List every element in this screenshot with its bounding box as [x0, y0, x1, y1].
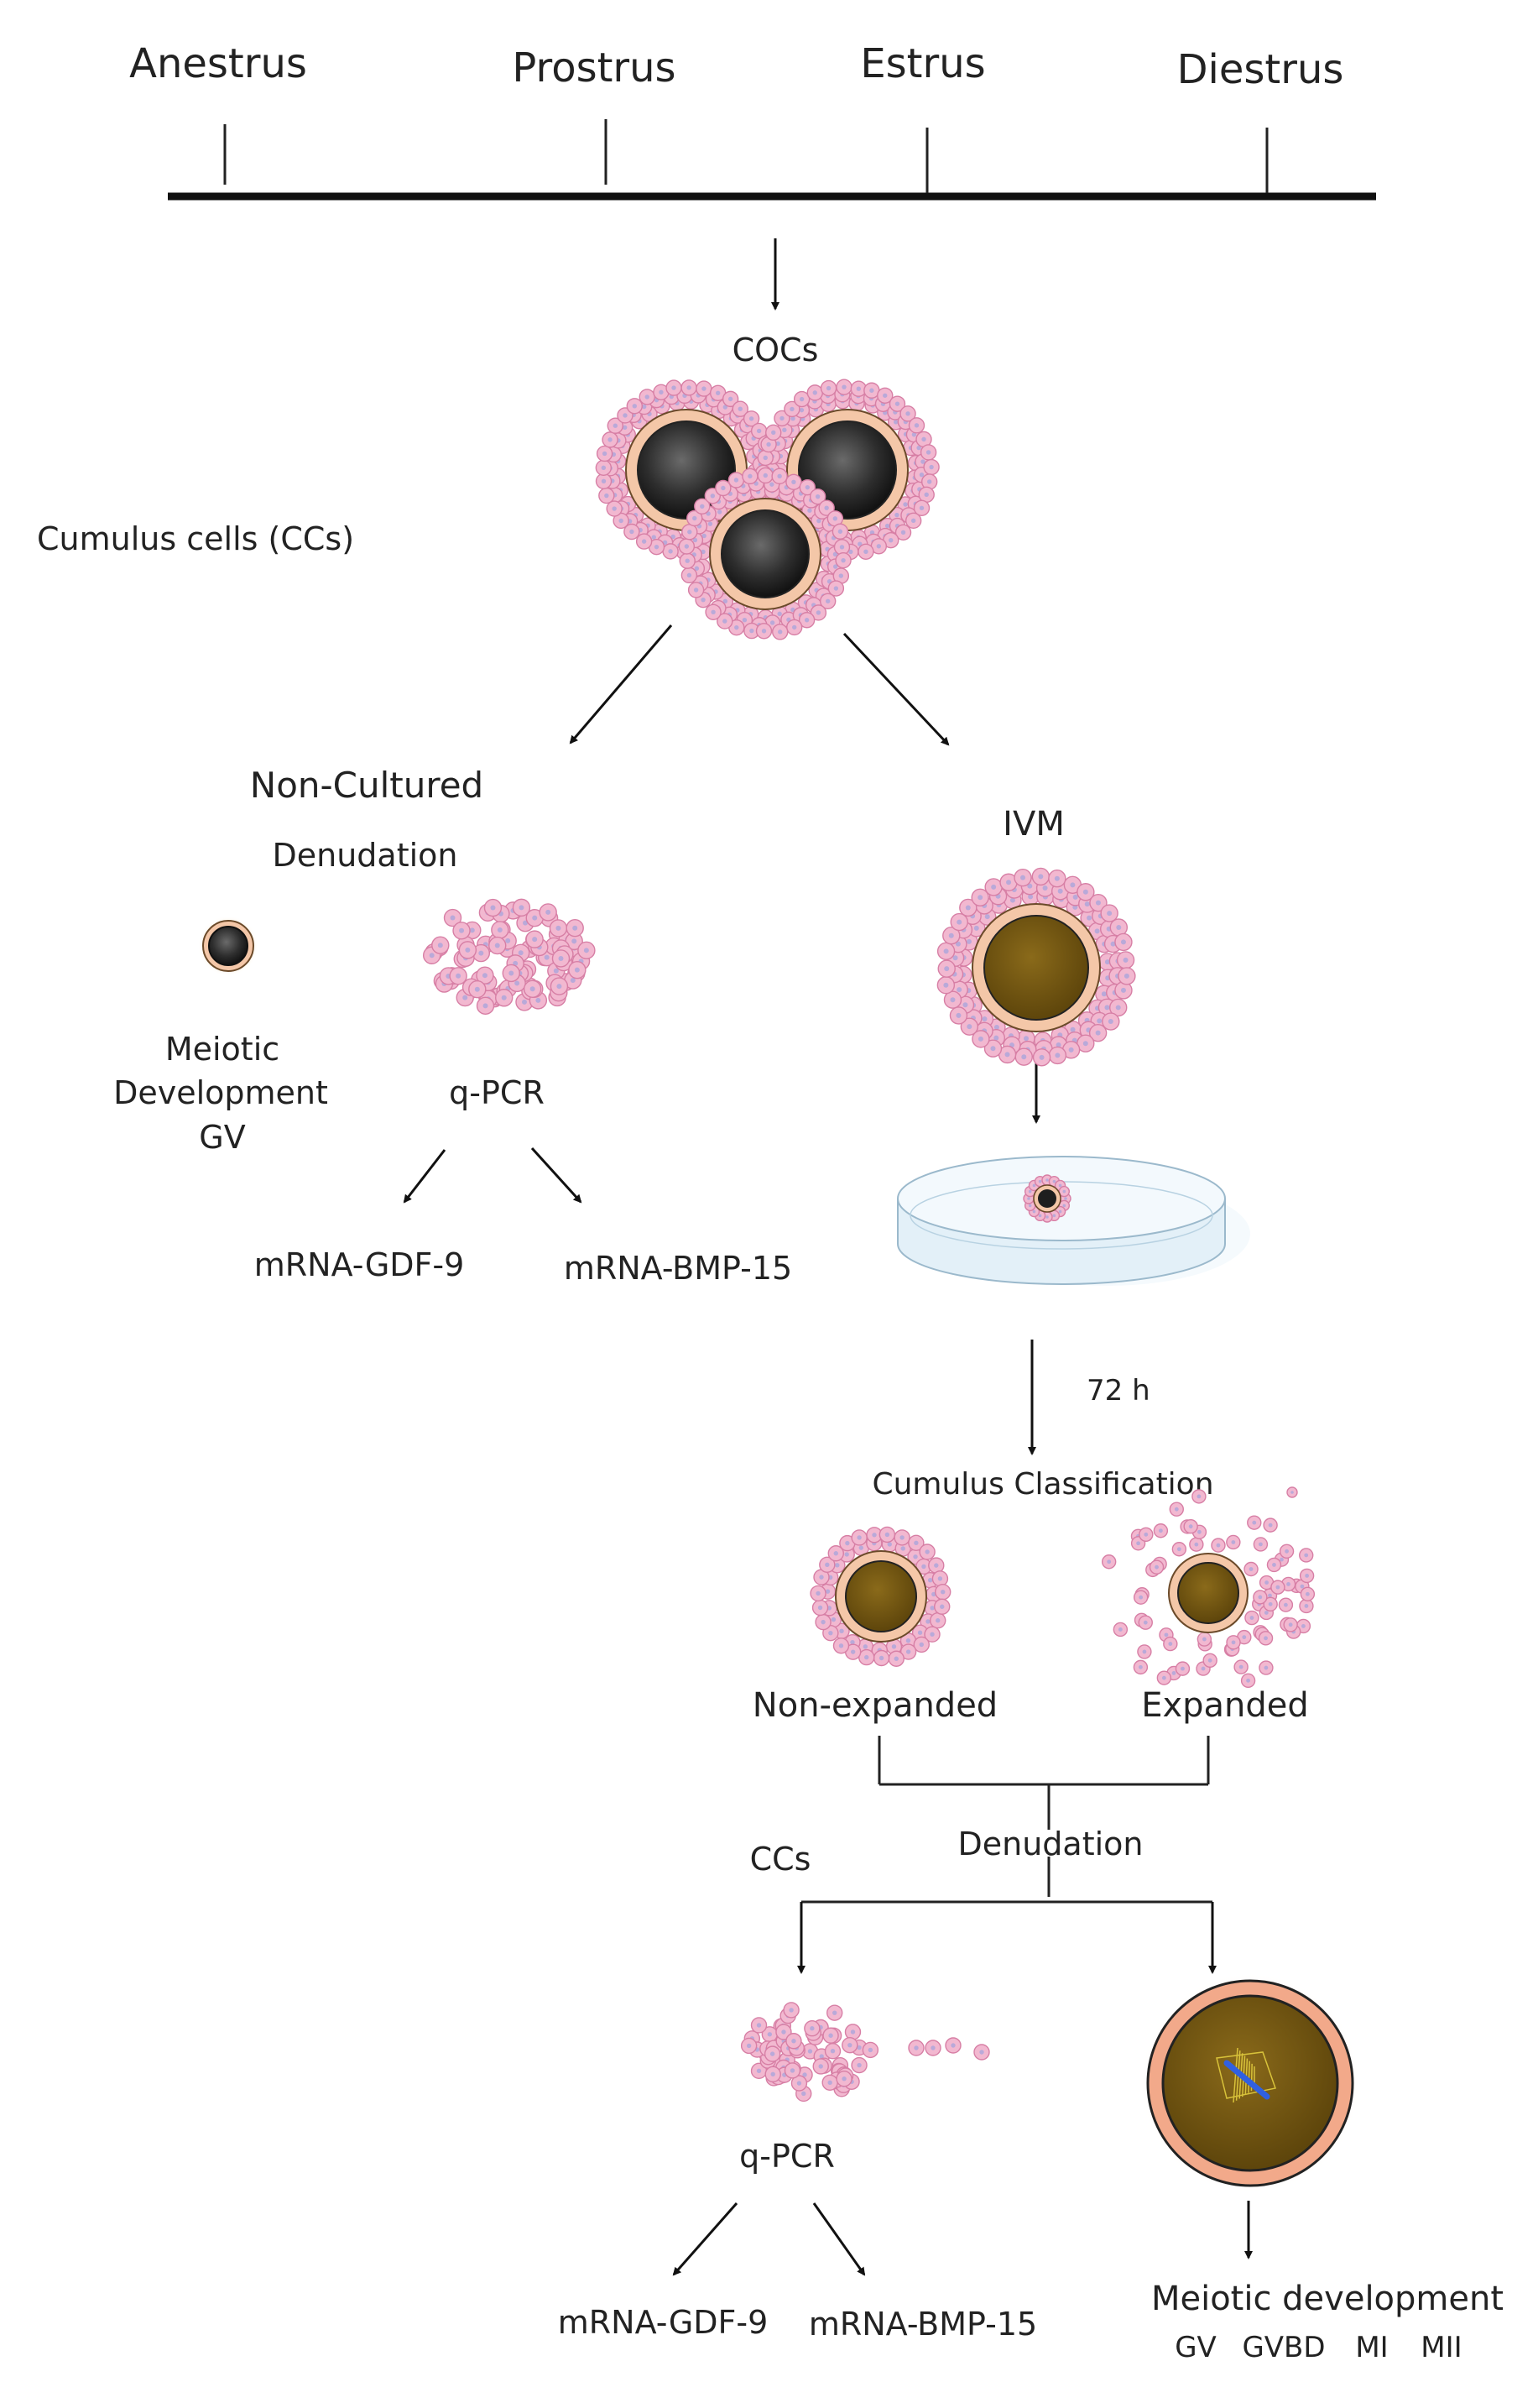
ivm-coc [936, 867, 1136, 1067]
cumulus-cells-cluster-right [740, 2002, 879, 2102]
cumulus-classification-label: Cumulus Classification [872, 1467, 1213, 1502]
stage-label-estrus: Estrus [860, 40, 985, 87]
denudation-left-label: Denudation [272, 837, 457, 874]
mrna-gdf9-left-label: mRNA-GDF-9 [254, 1246, 465, 1283]
stage-gv-label: GV [1175, 2331, 1217, 2364]
denudation-right-label: Denudation [957, 1826, 1143, 1862]
stage-mi-label: MI [1355, 2331, 1388, 2364]
expanded-coc [1101, 1486, 1316, 1689]
estrous-timeline: Anestrus Prostrus Estrus Diestrus [129, 40, 1376, 201]
cocs-label: COCs [733, 332, 819, 368]
non-expanded-coc [810, 1526, 951, 1667]
mrna-bmp15-left-label: mRNA-BMP-15 [564, 1250, 792, 1287]
arrow-cocs-to-noncultured [569, 624, 673, 744]
coc-oocyte-bottom [678, 467, 852, 640]
meiotic-development-right-label: Meiotic development [1151, 2280, 1504, 2318]
denuded-oocyte-gv [198, 916, 258, 976]
expanded-label: Expanded [1141, 1686, 1309, 1725]
stage-label-prostrus: Prostrus [512, 44, 675, 91]
arrow-qpcr-to-bmp15-right [812, 2202, 866, 2276]
meiotic-development-left-line2: Development [113, 1074, 328, 1111]
meiotic-development-left-line3: GV [199, 1119, 245, 1156]
qpcr-right-label: q-PCR [739, 2138, 835, 2175]
cumulus-cells-label: Cumulus cells (CCs) [37, 520, 354, 557]
arrow-qpcr-to-gdf9-right [672, 2202, 738, 2276]
arrow-qpcr-to-gdf9-left [403, 1149, 446, 1204]
ccs-label: CCs [750, 1841, 811, 1878]
stage-gvbd-label: GVBD [1242, 2331, 1325, 2364]
meiotic-development-left-line1: Meiotic [165, 1031, 279, 1068]
cell-illustrations [198, 379, 1361, 2194]
classification-bracket [801, 1736, 1212, 1904]
cumulus-cells-cluster-left [422, 898, 596, 1016]
stray-cumulus-cells [908, 2037, 990, 2061]
dish-coc [1023, 1174, 1071, 1223]
stage-label-diestrus: Diestrus [1177, 46, 1344, 93]
arrow-qpcr-to-bmp15-left [530, 1147, 582, 1204]
qpcr-left-label: q-PCR [449, 1074, 545, 1111]
non-cultured-label: Non-Cultured [250, 765, 483, 806]
non-expanded-label: Non-expanded [753, 1686, 998, 1725]
ivm-label: IVM [1003, 805, 1065, 844]
stage-mii-label: MII [1421, 2331, 1462, 2364]
mrna-bmp15-right-label: mRNA-BMP-15 [809, 2306, 1037, 2343]
arrow-cocs-to-ivm [842, 632, 950, 746]
hours-label: 72 h [1087, 1374, 1150, 1408]
mrna-gdf9-right-label: mRNA-GDF-9 [558, 2304, 769, 2341]
petri-dish [897, 1156, 1250, 1286]
meiotic-spindle-icon [1216, 2047, 1276, 2103]
stage-label-anestrus: Anestrus [129, 40, 307, 87]
